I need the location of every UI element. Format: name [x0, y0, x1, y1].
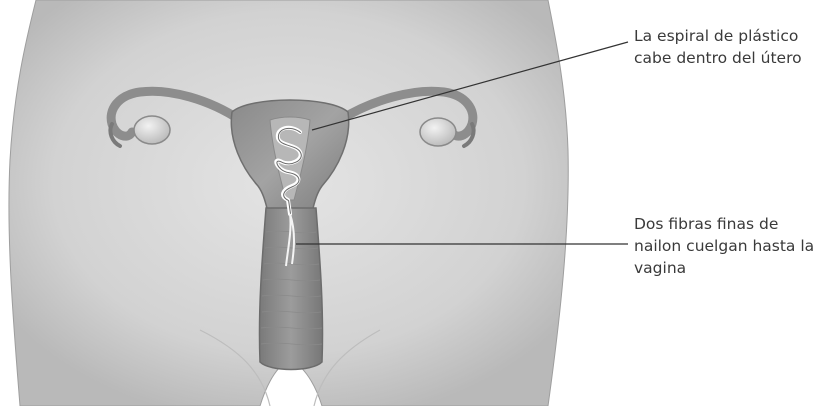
right-ovary — [420, 118, 456, 146]
iud-coil-label: La espiral de plástico cabe dentro del ú… — [634, 25, 802, 69]
left-ovary — [134, 116, 170, 144]
nylon-strings-label-line-1: Dos fibras finas de — [634, 213, 814, 235]
iud-coil-label-line-1: La espiral de plástico — [634, 25, 802, 47]
iud-coil-label-line-2: cabe dentro del útero — [634, 47, 802, 69]
nylon-strings-label-line-3: vagina — [634, 257, 814, 279]
nylon-strings-label: Dos fibras finas de nailon cuelgan hasta… — [634, 213, 814, 279]
nylon-strings-label-line-2: nailon cuelgan hasta la — [634, 235, 814, 257]
